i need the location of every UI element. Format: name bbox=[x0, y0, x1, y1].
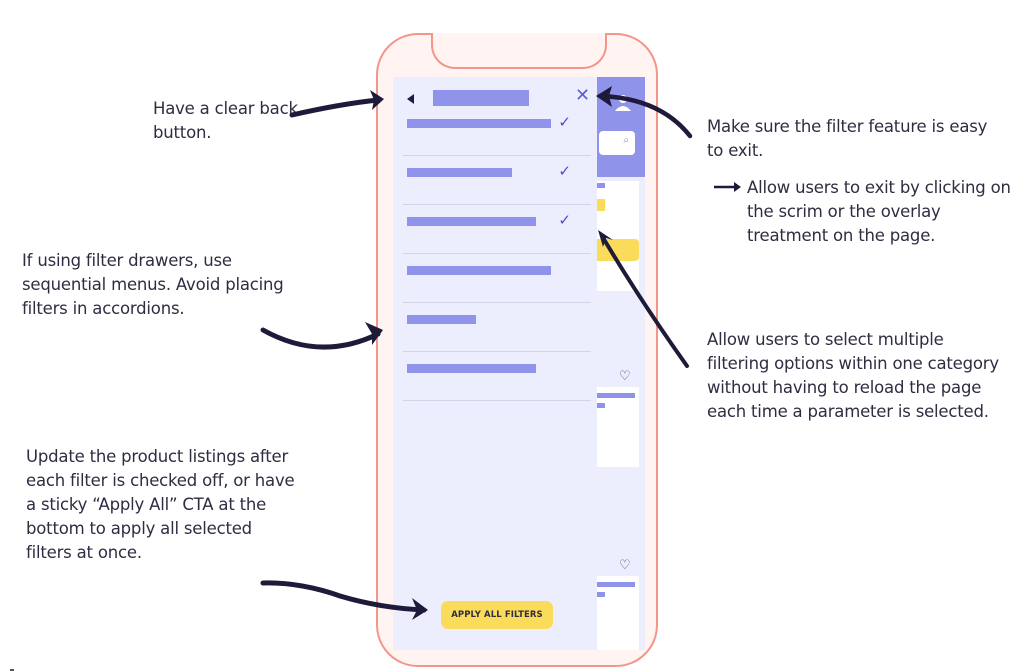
drawer-title-placeholder bbox=[433, 90, 529, 106]
product-line bbox=[597, 183, 605, 188]
heart-icon: ♡ bbox=[619, 558, 631, 573]
product-title-line bbox=[597, 393, 635, 398]
user-icon bbox=[615, 95, 631, 111]
background-sort-dropdown bbox=[597, 239, 639, 261]
filter-option-row[interactable]: ✓ bbox=[403, 205, 591, 254]
filter-drawer: ✕ ✓ ✓ ✓ APPLY ALL FILTERS bbox=[393, 77, 597, 650]
phone-mockup: ⌕ ♡ ♡ ✕ ✓✓✓ APPLY A bbox=[376, 33, 658, 667]
background-product-card bbox=[597, 576, 639, 650]
annotation-sequential-menus: If using filter drawers, use sequential … bbox=[22, 251, 284, 318]
filter-option-row[interactable] bbox=[403, 303, 591, 352]
annotation-easy-exit: Make sure the filter feature is easy to … bbox=[707, 117, 988, 160]
background-page-scrim[interactable]: ⌕ ♡ ♡ bbox=[597, 77, 645, 650]
close-icon[interactable]: ✕ bbox=[575, 85, 591, 106]
filter-option-row[interactable]: ✓ bbox=[403, 156, 591, 205]
filter-option-row[interactable] bbox=[403, 254, 591, 303]
filter-option-label-placeholder bbox=[407, 315, 476, 324]
arrow-to-back-button bbox=[289, 97, 381, 118]
apply-all-filters-button[interactable]: APPLY ALL FILTERS bbox=[441, 601, 553, 629]
checkmark-icon[interactable]: ✓ bbox=[558, 162, 571, 180]
product-price-line bbox=[597, 592, 605, 597]
heart-icon: ♡ bbox=[619, 369, 631, 384]
annotation-back-button: Have a clear back button. bbox=[153, 99, 298, 142]
arrow-to-drawer bbox=[260, 327, 381, 350]
checkmark-icon[interactable]: ✓ bbox=[558, 211, 571, 229]
background-header: ⌕ bbox=[597, 77, 645, 177]
phone-screen: ⌕ ♡ ♡ ✕ ✓✓✓ APPLY A bbox=[393, 77, 645, 650]
back-triangle-icon[interactable] bbox=[407, 94, 414, 104]
checkmark-icon[interactable]: ✓ bbox=[558, 113, 571, 131]
filter-option-label-placeholder bbox=[407, 217, 536, 226]
product-badge bbox=[597, 199, 605, 211]
filter-option-label-placeholder bbox=[407, 266, 551, 275]
annotation-scrim-exit: Allow users to exit by clicking on the s… bbox=[747, 178, 1011, 245]
stray-mark bbox=[10, 669, 14, 671]
filter-option-label-placeholder bbox=[407, 168, 512, 177]
small-arrow-icon bbox=[714, 182, 741, 192]
phone-notch bbox=[431, 33, 607, 69]
background-product-card bbox=[597, 181, 639, 291]
filter-option-row[interactable] bbox=[403, 352, 591, 401]
annotation-multi-select: Allow users to select multiple filtering… bbox=[707, 330, 999, 421]
background-product-card bbox=[597, 387, 639, 467]
filter-option-label-placeholder bbox=[407, 364, 536, 373]
search-icon: ⌕ bbox=[623, 135, 629, 146]
annotation-apply-all: Update the product listings after each f… bbox=[26, 447, 295, 562]
product-price-line bbox=[597, 403, 605, 408]
filter-option-label-placeholder bbox=[407, 119, 551, 128]
product-title-line bbox=[597, 582, 635, 587]
background-search-box: ⌕ bbox=[599, 131, 635, 155]
filter-option-row[interactable]: ✓ bbox=[403, 107, 591, 156]
